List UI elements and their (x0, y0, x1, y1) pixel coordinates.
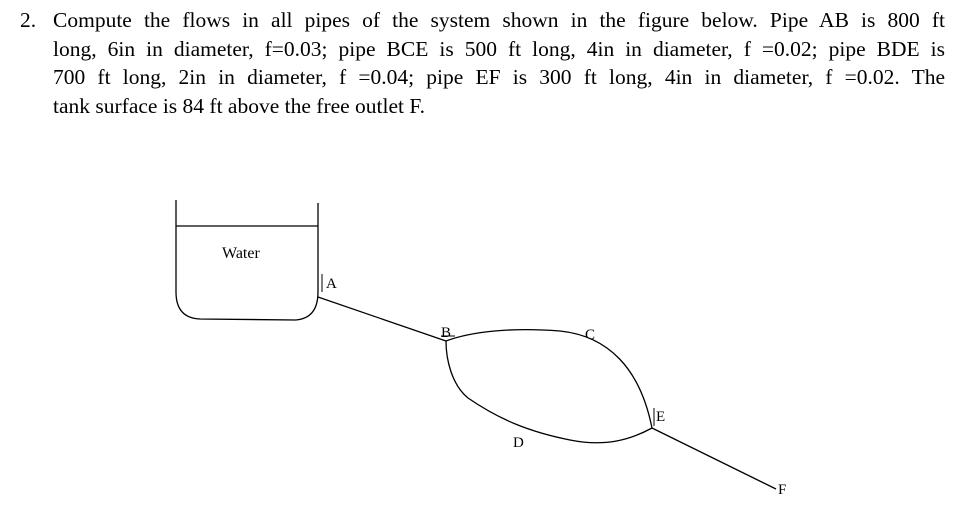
point-label-c: C (585, 327, 595, 343)
problem-line-1: Compute the flows in all pipes of the sy… (53, 8, 945, 32)
problem-line-3: 700 ft long, 2in in diameter, f =0.04; p… (53, 65, 945, 89)
pipe-ef (651, 427, 777, 490)
point-label-a: A (326, 276, 337, 292)
point-label-f: F (778, 482, 786, 498)
water-label: Water (222, 245, 260, 262)
problem-line-4: tank surface is 84 ft above the free out… (53, 93, 426, 118)
problem-line-2: long, 6in in diameter, f=0.03; pipe BCE … (53, 36, 945, 61)
problem-number: 2. (20, 8, 37, 32)
pipe-bce (445, 328, 653, 429)
problem-statement: 2. Compute the flows in all pipes of the… (20, 6, 945, 120)
problem-text: Compute the flows in all pipes of the sy… (53, 6, 945, 120)
point-label-d: D (513, 435, 524, 451)
point-label-e: E (656, 409, 665, 425)
pipe-bde (445, 340, 653, 444)
pipe-ab (317, 296, 447, 342)
water-tank (175, 200, 319, 321)
tank-body (175, 226, 319, 321)
point-label-b: B (441, 325, 451, 341)
